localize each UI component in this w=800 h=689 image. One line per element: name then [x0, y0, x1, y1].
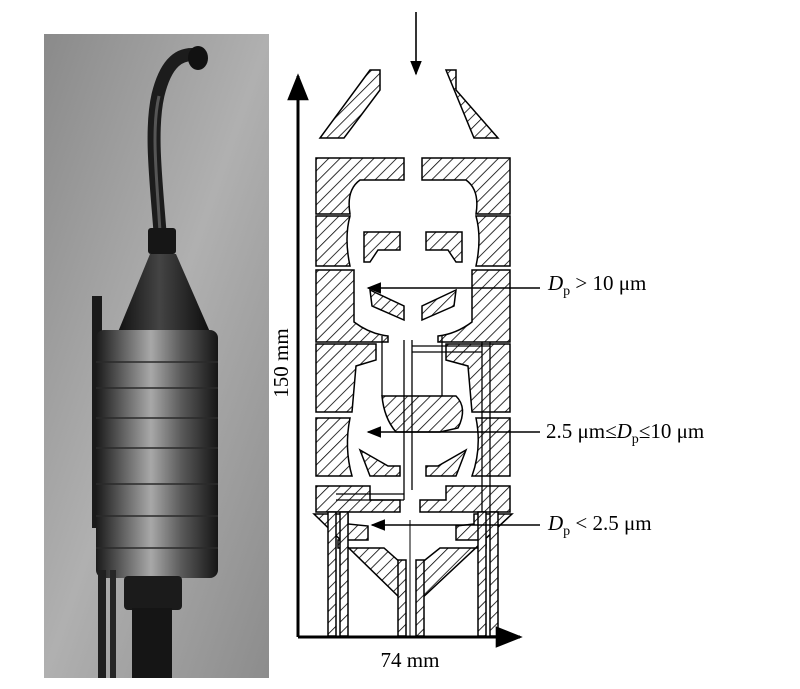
- height-dimension-label: 150 mm: [269, 328, 293, 397]
- impactor-cross-section: [312, 69, 514, 637]
- stage3-label: Dp < 2.5 μm: [547, 511, 652, 539]
- sampler-photo: [44, 34, 269, 678]
- stage2-label: 2.5 μm≤Dp≤10 μm: [546, 419, 704, 447]
- stage1-label: Dp > 10 μm: [547, 271, 646, 299]
- width-dimension-label: 74 mm: [381, 648, 440, 672]
